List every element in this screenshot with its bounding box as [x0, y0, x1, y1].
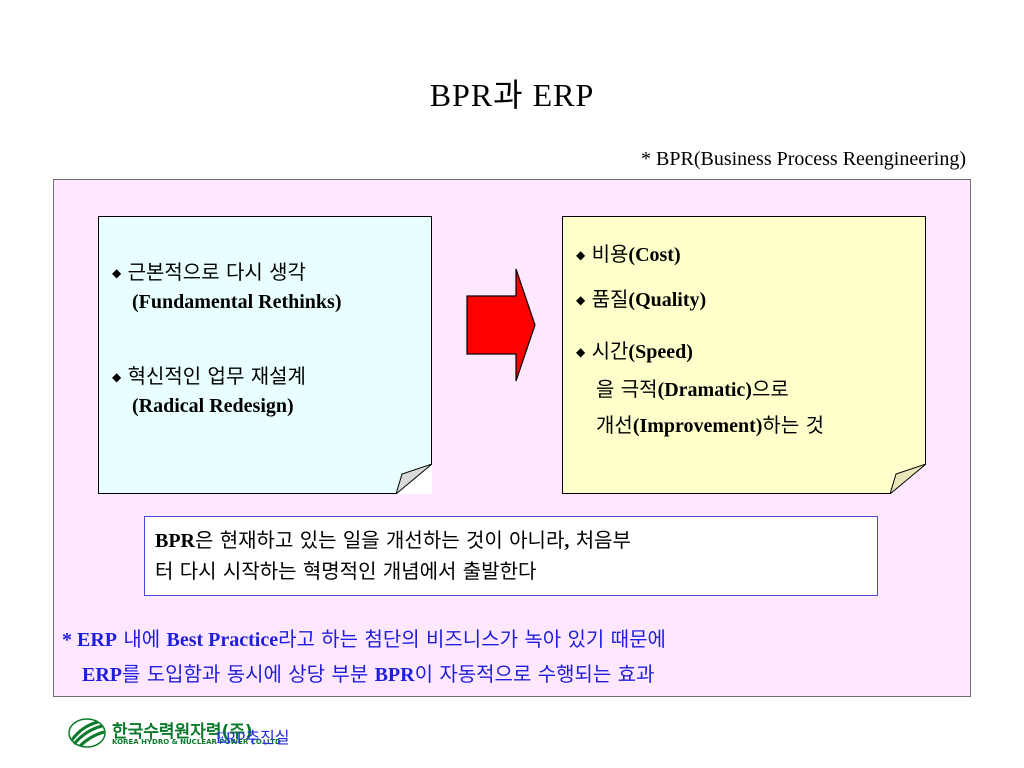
dramatic-line-en: (Dramatic): [657, 379, 752, 401]
company-name: 한국수력원자력(주): [112, 722, 253, 742]
erp-note-bpr: BPR: [374, 664, 415, 686]
summary-line-1: BPR은 현재하고 있는 일을 개선하는 것이 아니라, 처음부: [155, 525, 867, 556]
page-fold-icon: [396, 464, 432, 494]
right-note-dramatic-line: 을 극적(Dramatic)으로: [596, 375, 789, 404]
right-item-cost: ◆ 비용(Cost): [576, 240, 681, 269]
erp-note-text-3: 를 도입함과 동시에 상당 부분: [122, 662, 375, 686]
left-item-2-en: (Radical Redesign): [132, 395, 294, 417]
right-note-improvement-line: 개선(Improvement)하는 것: [596, 411, 824, 440]
company-name-en: KOREA HYDRO & NUCLEAR POWER CO.,LTD: [112, 738, 281, 746]
improvement-line-post: 하는 것: [762, 413, 824, 437]
summary-bpr: BPR: [155, 530, 195, 552]
left-item-2-ko: 혁신적인 업무 재설계: [127, 364, 306, 388]
diamond-bullet-icon: ◆: [576, 248, 586, 262]
page-title: BPR과 ERP: [429, 77, 595, 113]
right-arrow-icon: [466, 268, 536, 382]
left-item-1: ◆ 근본적으로 다시 생각 (Fundamental Rethinks): [112, 258, 341, 316]
erp-note-text-4: 이 자동적으로 수행되는 효과: [414, 662, 655, 686]
summary-line-2: 터 다시 시작하는 혁명적인 개념에서 출발한다: [155, 559, 537, 583]
left-item-1-en: (Fundamental Rethinks): [132, 291, 342, 313]
right-item-speed-en: (Speed): [628, 341, 693, 363]
left-item-1-ko: 근본적으로 다시 생각: [127, 260, 306, 284]
company-logo-icon: [68, 718, 106, 748]
page-fold-icon: [890, 464, 926, 494]
right-note: [562, 216, 926, 494]
erp-note-erp: ERP: [77, 629, 117, 651]
diamond-bullet-icon: ◆: [576, 293, 586, 307]
erp-note-line-2: ERP를 도입함과 동시에 상당 부분 BPR이 자동적으로 수행되는 효과: [82, 657, 666, 692]
erp-note-line-1: * ERP 내에 Best Practice라고 하는 첨단의 비즈니스가 녹아…: [62, 622, 666, 657]
department-label: ERP추진실: [216, 730, 290, 747]
improvement-line-pre: 개선: [596, 413, 633, 437]
diamond-bullet-icon: ◆: [112, 370, 122, 384]
left-note: [98, 216, 432, 494]
dramatic-line-pre: 을 극적: [596, 377, 658, 401]
footer: 한국수력원자력(주) KOREA HYDRO & NUCLEAR POWER C…: [68, 716, 428, 750]
erp-note-text-1: 내에: [117, 627, 167, 651]
dramatic-line-post: 으로: [751, 377, 789, 401]
summary-line-1-text: 은 현재하고 있는 일을 개선하는 것이 아니라: [195, 528, 565, 552]
right-item-cost-ko: 비용: [591, 242, 629, 266]
diamond-bullet-icon: ◆: [576, 345, 586, 359]
right-item-quality-ko: 품질: [591, 287, 629, 311]
summary-box: BPR은 현재하고 있는 일을 개선하는 것이 아니라, 처음부 터 다시 시작…: [144, 516, 878, 596]
right-item-quality: ◆ 품질(Quality): [576, 285, 706, 314]
right-item-quality-en: (Quality): [628, 289, 707, 311]
bpr-definition: * BPR(Business Process Reengineering): [641, 148, 966, 170]
right-item-cost-en: (Cost): [628, 244, 681, 266]
left-item-2: ◆ 혁신적인 업무 재설계 (Radical Redesign): [112, 362, 306, 420]
improvement-line-en: (Improvement): [632, 415, 763, 437]
erp-note-erp-2: ERP: [82, 664, 122, 686]
summary-comma: ,: [564, 530, 570, 552]
right-item-speed: ◆ 시간(Speed): [576, 337, 693, 366]
summary-line-1-tail: 처음부: [569, 528, 631, 552]
right-item-speed-ko: 시간: [591, 339, 629, 363]
erp-note: * ERP 내에 Best Practice라고 하는 첨단의 비즈니스가 녹아…: [62, 622, 666, 692]
erp-note-best-practice: Best Practice: [166, 629, 279, 651]
diamond-bullet-icon: ◆: [112, 266, 122, 280]
erp-note-star: *: [62, 629, 77, 651]
erp-note-text-2: 라고 하는 첨단의 비즈니스가 녹아 있기 때문에: [278, 627, 666, 651]
